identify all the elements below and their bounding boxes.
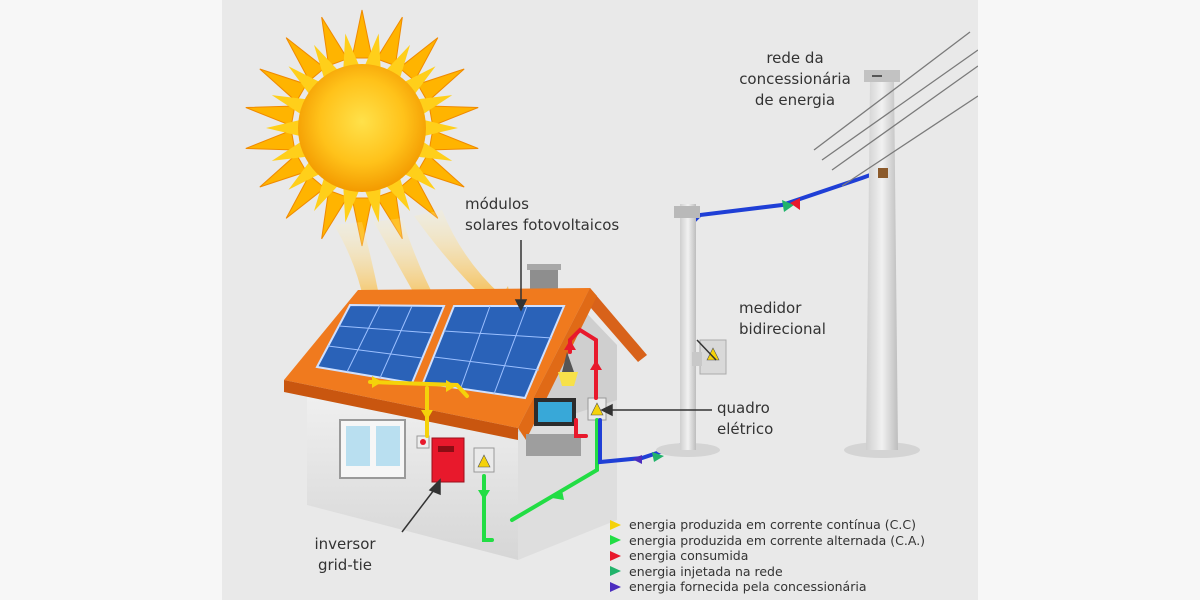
utility-network-label: rede da concessionária de energia (739, 49, 851, 109)
green-triangle-icon (610, 535, 621, 546)
red-triangle-icon (610, 550, 621, 561)
sun-icon (245, 9, 479, 247)
power-lines (813, 31, 978, 187)
green-blue-triangle-icon (610, 566, 621, 577)
electrical-panel-label: quadro elétrico (717, 399, 774, 438)
purple-triangle-icon (610, 581, 621, 592)
legend-item: energia fornecida pela concessionária (610, 579, 925, 595)
inverter-label: inversor grid-tie (314, 535, 376, 574)
bidirectional-meter-label: medidor bidirecional (739, 299, 826, 338)
legend-item: energia produzida em corrente alternada … (610, 533, 925, 549)
legend: energia produzida em corrente contínua (… (610, 517, 925, 595)
solar-modules-label: módulos solares fotovoltaicos (465, 195, 620, 234)
utility-poles (656, 70, 920, 458)
yellow-triangle-icon (610, 519, 621, 530)
callout-lines (401, 75, 882, 533)
legend-item: energia consumida (610, 548, 925, 564)
solar-panels (315, 303, 566, 400)
legend-item: energia injetada na rede (610, 564, 925, 580)
solar-diagram: módulos solares fotovoltaicos rede da co… (222, 0, 978, 600)
house (284, 264, 647, 560)
legend-item: energia produzida em corrente contínua (… (610, 517, 925, 533)
diagram-artwork (245, 9, 978, 560)
flow-arrows (372, 198, 800, 500)
